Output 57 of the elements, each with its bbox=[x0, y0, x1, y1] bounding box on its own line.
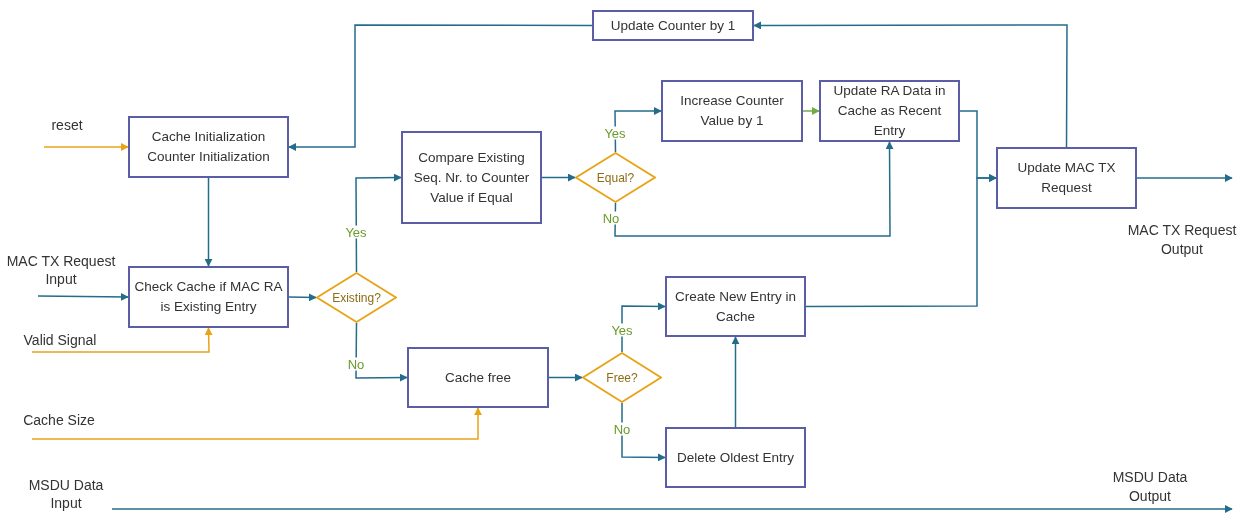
decision-label: Equal? bbox=[596, 169, 635, 187]
process-label: Cache free bbox=[444, 368, 511, 387]
arrow bbox=[805, 174, 997, 308]
process-label: Increase Counter Value by 1 bbox=[679, 92, 785, 130]
signal-label: reset bbox=[42, 116, 92, 147]
arrow bbox=[621, 402, 666, 462]
edge-label: No bbox=[346, 357, 366, 371]
arrow bbox=[204, 177, 213, 267]
process-label: Update MAC TX Request bbox=[1016, 159, 1117, 197]
signal-label: Valid Signal bbox=[12, 331, 108, 352]
process-box bbox=[996, 147, 1137, 209]
edge-label: No bbox=[612, 422, 632, 436]
arrow bbox=[614, 141, 894, 237]
process-label: Check Cache if MAC RA is Existing Entry bbox=[134, 278, 283, 316]
decision-label: Existing? bbox=[332, 289, 381, 307]
arrow bbox=[541, 173, 576, 182]
arrow bbox=[31, 407, 482, 440]
process-box bbox=[661, 80, 803, 142]
arrow bbox=[355, 322, 408, 382]
process-label: Update RA Data in Cache as Recent Entry bbox=[832, 82, 947, 140]
signal-label: Cache Size bbox=[14, 411, 104, 439]
process-box bbox=[128, 116, 289, 178]
arrow bbox=[43, 143, 129, 151]
process-box bbox=[401, 131, 542, 224]
arrow bbox=[288, 24, 593, 151]
edge-label: No bbox=[601, 211, 621, 225]
process-label: Update Counter by 1 bbox=[610, 16, 736, 35]
arrow bbox=[1136, 174, 1233, 182]
process-label: Compare Existing Seq. Nr. to Counter Value if Equal bbox=[412, 148, 531, 207]
arrow bbox=[355, 173, 402, 273]
arrow bbox=[548, 373, 583, 382]
arrow bbox=[111, 505, 1233, 513]
edge-label: Yes bbox=[610, 323, 634, 337]
process-label: Delete Oldest Entry bbox=[676, 448, 795, 467]
process-box bbox=[407, 347, 549, 408]
arrow bbox=[731, 336, 740, 428]
output-label: MAC TX Request Output bbox=[1126, 221, 1238, 259]
arrow bbox=[614, 107, 662, 153]
output-label: MSDU Data Output bbox=[1111, 468, 1189, 506]
signal-label: MAC TX Request Input bbox=[6, 252, 116, 296]
process-label: Cache Initialization Counter Initialization bbox=[146, 128, 271, 166]
process-label: Create New Entry in Cache bbox=[674, 287, 797, 326]
arrow bbox=[753, 21, 1068, 148]
arrow bbox=[621, 302, 666, 353]
arrow bbox=[802, 107, 820, 115]
arrow bbox=[288, 293, 317, 302]
arrow bbox=[31, 327, 213, 353]
process-box bbox=[665, 276, 806, 337]
process-box bbox=[128, 266, 289, 328]
signal-label: MSDU Data Input bbox=[20, 476, 112, 514]
process-box bbox=[665, 427, 806, 488]
process-box bbox=[592, 10, 754, 41]
arrow bbox=[37, 292, 129, 301]
edge-label: Yes bbox=[344, 225, 368, 239]
edge-label: Yes bbox=[603, 126, 627, 140]
decision-label: Free? bbox=[606, 369, 638, 387]
process-box bbox=[819, 80, 960, 142]
